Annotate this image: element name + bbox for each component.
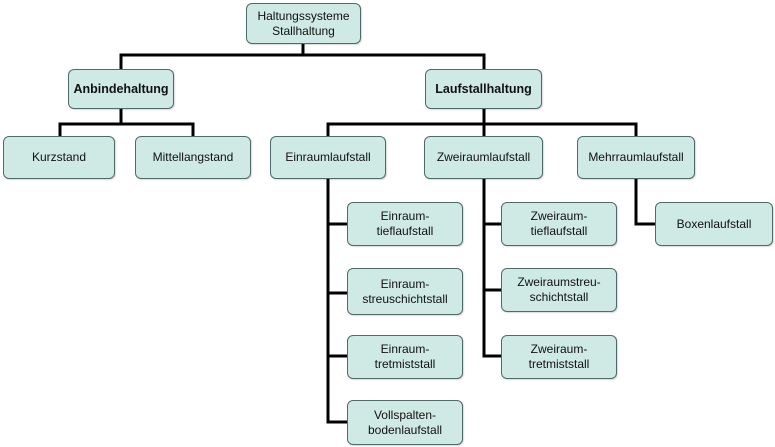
connector-root <box>119 41 486 72</box>
node-zweiraumlaufstall: Zweiraumlaufstall <box>424 136 543 179</box>
node-vollspaltenbodenlaufstall-label: Vollspalten- bodenlaufstall <box>367 407 443 437</box>
connector-einraum <box>326 175 350 424</box>
node-zweiraumlaufstall-label: Zweiraumlaufstall <box>436 150 531 164</box>
node-einraumlaufstall: Einraumlaufstall <box>270 136 386 179</box>
node-laufstallhaltung: Laufstallhaltung <box>425 69 542 109</box>
node-anbindehaltung-label: Anbindehaltung <box>73 81 169 96</box>
connector-zweiraum <box>482 175 504 358</box>
node-kurzstand-label: Kurzstand <box>31 150 87 164</box>
node-einraumlaufstall-label: Einraumlaufstall <box>285 150 371 164</box>
node-einraum-tieflaufstall: Einraum- tieflaufstall <box>347 202 463 246</box>
node-einraum-tieflaufstall-label: Einraum- tieflaufstall <box>376 209 434 238</box>
node-kurzstand: Kurzstand <box>3 136 115 179</box>
connector-anbindehaltung <box>58 106 195 139</box>
node-einraum-tretmiststall-label: Einraum- tretmiststall <box>374 342 436 371</box>
node-boxenlaufstall: Boxenlaufstall <box>655 202 773 246</box>
node-zweiraum-streuschichtstall-label: Zweiraumstreu- schichtstall <box>517 275 601 304</box>
node-anbindehaltung: Anbindehaltung <box>68 69 174 109</box>
node-root-label: Haltungssysteme Stallhaltung <box>257 8 350 38</box>
node-boxenlaufstall-label: Boxenlaufstall <box>676 216 752 231</box>
node-laufstallhaltung-label: Laufstallhaltung <box>435 81 532 96</box>
node-zweiraum-tretmiststall: Zweiraum- tretmiststall <box>501 335 617 379</box>
node-mittellangstand-label: Mittellangstand <box>152 150 234 164</box>
node-zweiraum-tieflaufstall-label: Zweiraum- tieflaufstall <box>530 209 588 238</box>
node-zweiraum-tieflaufstall: Zweiraum- tieflaufstall <box>501 202 617 246</box>
node-zweiraum-streuschichtstall: Zweiraumstreu- schichtstall <box>501 268 617 312</box>
node-einraum-tretmiststall: Einraum- tretmiststall <box>347 335 463 379</box>
node-mittellangstand: Mittellangstand <box>135 136 251 179</box>
node-einraum-streuschichtstall-label: Einraum- streuschichtstall <box>362 276 448 306</box>
connector-laufstallhaltung <box>326 106 638 139</box>
connector-mehrraum <box>634 175 658 226</box>
node-vollspaltenbodenlaufstall: Vollspalten- bodenlaufstall <box>347 400 463 445</box>
node-mehrraumlaufstall-label: Mehrraumlaufstall <box>588 150 684 164</box>
node-root: Haltungssysteme Stallhaltung <box>246 3 361 44</box>
node-einraum-streuschichtstall: Einraum- streuschichtstall <box>347 268 463 315</box>
node-zweiraum-tretmiststall-label: Zweiraum- tretmiststall <box>528 342 590 371</box>
node-mehrraumlaufstall: Mehrraumlaufstall <box>577 136 695 179</box>
